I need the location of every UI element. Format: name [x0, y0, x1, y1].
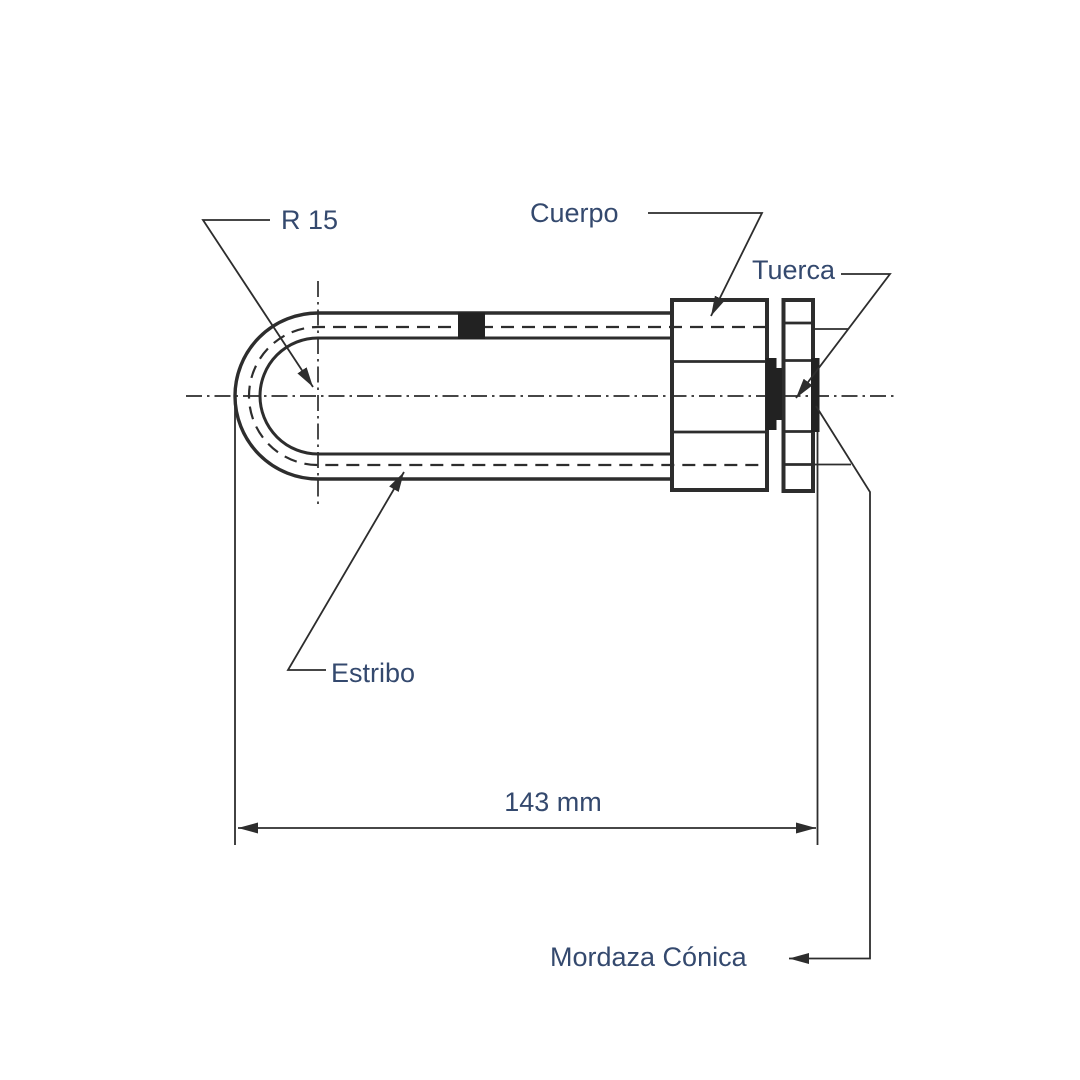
body-label: Cuerpo — [530, 198, 619, 228]
stirrup-inner-outline — [258, 336, 672, 456]
conical-clamp-label: Mordaza Cónica — [550, 942, 748, 972]
radius-label: R 15 — [281, 205, 338, 235]
stirrup-leader-arrow — [286, 471, 405, 671]
section-mark — [458, 312, 485, 339]
radius-leader-arrow — [201, 219, 314, 388]
nut-label: Tuerca — [752, 255, 836, 285]
nut-leader-arrow — [795, 273, 892, 399]
conical-clamp-leader-arrow — [789, 405, 871, 964]
conical-clamp-right — [811, 358, 820, 432]
body-outline — [670, 298, 769, 492]
dimension-label: 143 mm — [504, 787, 602, 817]
body-leader-arrow — [648, 212, 764, 317]
stirrup-label: Estribo — [331, 658, 415, 688]
conical-clamp-left — [765, 358, 782, 430]
stirrup-outer-outline — [233, 311, 672, 481]
